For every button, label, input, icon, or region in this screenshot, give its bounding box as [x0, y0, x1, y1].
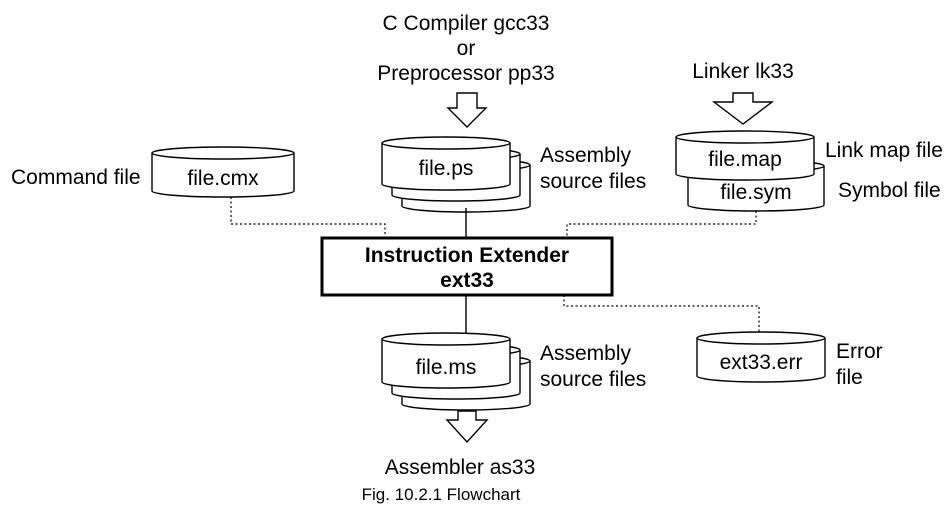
linker-label: Linker lk33: [692, 60, 794, 83]
assembler-down-arrow: [445, 410, 489, 444]
output-files-label-line1: Assembly: [540, 342, 632, 365]
input-files-label-line2: source files: [540, 170, 646, 193]
command-file-name: file.cmx: [187, 167, 259, 190]
symbol-file-label: Symbol file: [838, 179, 941, 202]
symbol-file-connector: [566, 211, 757, 238]
error-file-name: ext33.err: [720, 351, 803, 374]
compiler-label: C Compiler gcc33: [383, 12, 550, 35]
figure-caption: Fig. 10.2.1 Flowchart: [362, 485, 521, 504]
input-files-label-line1: Assembly: [540, 144, 632, 167]
error-file-cylinder: [696, 331, 826, 383]
output-files-label-line2: source files: [540, 368, 646, 391]
instruction-extender-box: [320, 236, 614, 297]
command-file-cylinder: [151, 146, 295, 198]
input-files-stack: [381, 136, 531, 213]
extender-title: Instruction Extender: [365, 244, 569, 267]
extender-program: ext33: [440, 269, 494, 292]
output-file-name: file.ms: [416, 356, 477, 379]
preprocessor-label: Preprocessor pp33: [377, 62, 554, 85]
assembler-label: Assembler as33: [385, 456, 536, 479]
symbol-file-name: file.sym: [720, 181, 791, 204]
compiler-down-arrow: [446, 92, 488, 128]
input-file-name: file.ps: [419, 157, 474, 180]
output-files-stack: [381, 332, 531, 411]
map-file-name: file.map: [708, 148, 782, 171]
command-file-label: Command file: [11, 166, 141, 189]
error-file-label-line2: file: [836, 366, 863, 389]
command-file-connector: [230, 197, 386, 238]
compiler-or-label: or: [457, 37, 476, 60]
linker-down-arrow: [711, 92, 775, 125]
error-file-connector: [563, 295, 760, 332]
map-file-cylinder: [675, 130, 815, 181]
map-file-label: Link map file: [825, 139, 943, 162]
error-file-label-line1: Error: [836, 340, 883, 363]
